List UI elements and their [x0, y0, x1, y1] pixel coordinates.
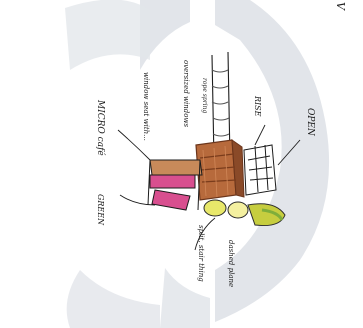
dashed-note: dashed plane: [227, 240, 235, 288]
window-note: window seat with...: [142, 72, 150, 141]
right-structure: [243, 144, 277, 196]
open-label: OPEN: [305, 108, 315, 136]
background-arch: [65, 0, 330, 328]
corner-mark: V: [334, 2, 347, 10]
oversized-windows-note: oversized windows: [182, 60, 190, 128]
rope-note: rope spring: [201, 78, 208, 114]
split-note: split, stair thing: [197, 225, 205, 282]
green-base: [203, 199, 286, 226]
rise-note: RISE: [253, 96, 262, 117]
wood-box: [195, 138, 245, 201]
leader-lines: [117, 124, 301, 251]
green-label: GREEN: [96, 194, 105, 226]
magenta-frame: [147, 159, 203, 211]
micro-cafe-note: MICRO café: [95, 100, 105, 156]
